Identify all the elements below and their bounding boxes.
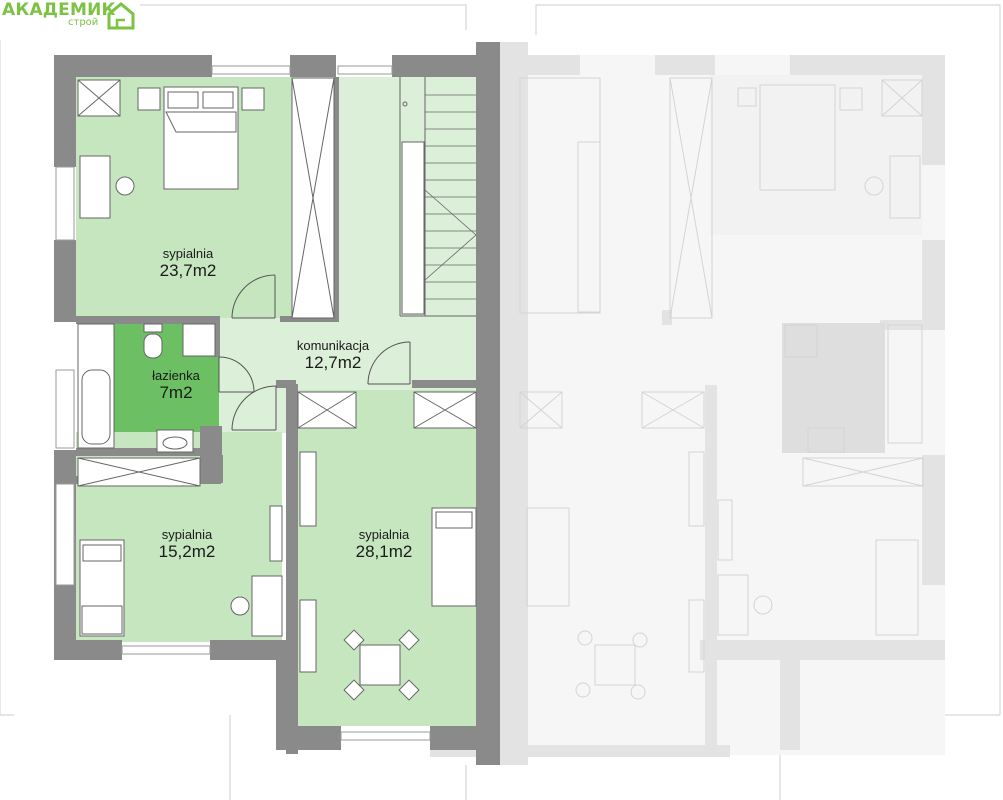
hallway-label: komunikacja 12,7m2: [297, 338, 369, 373]
bedroom-1-furniture: [77, 77, 335, 319]
bathroom-label: łazienka 7m2: [152, 368, 200, 403]
mirrored-unit: [430, 42, 945, 765]
windows: [55, 65, 431, 741]
bathroom-fixtures: [77, 323, 216, 453]
company-logo: АКАДЕМИК строй: [2, 0, 142, 34]
bedroom-2-label: sypialnia 15,2m2: [159, 527, 216, 562]
room-name: łazienka: [152, 368, 200, 383]
room-area: 28,1m2: [355, 542, 413, 561]
room-name: sypialnia: [358, 527, 410, 542]
staircase: [399, 77, 477, 317]
logo-sub-text: строй: [68, 17, 99, 28]
room-area: 7m2: [159, 383, 193, 402]
house-logo-icon: [107, 2, 135, 30]
room-name: sypialnia: [161, 527, 213, 542]
room-name: komunikacja: [296, 338, 370, 353]
room-area: 23,7m2: [159, 261, 217, 280]
bedroom-2-furniture: [77, 457, 283, 637]
room-name: sypialnia: [162, 246, 214, 261]
room-area: 12,7m2: [304, 353, 362, 372]
doors: [218, 274, 411, 431]
logo-main-text: АКАДЕМИК: [2, 0, 116, 20]
room-area: 15,2m2: [158, 542, 216, 561]
bedroom-3-label: sypialnia 28,1m2: [356, 527, 413, 562]
bedroom-1-label: sypialnia 23,7m2: [160, 246, 217, 281]
bedroom-3-furniture: [297, 391, 477, 701]
